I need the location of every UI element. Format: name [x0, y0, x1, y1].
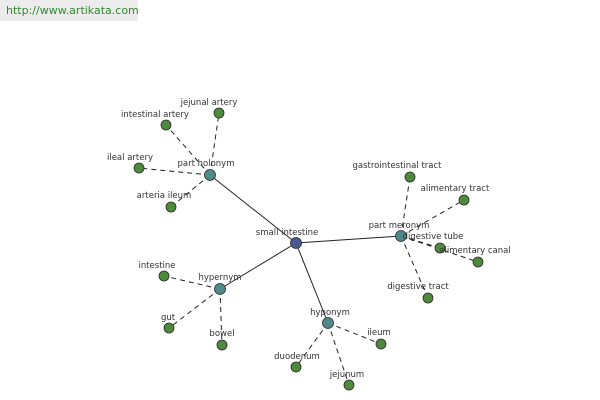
node-digestive-tract[interactable] [422, 292, 434, 304]
node-small-intestine[interactable] [290, 237, 302, 249]
node-label-hyponym[interactable]: hyponym [310, 308, 350, 318]
node-label-gut[interactable]: gut [161, 313, 176, 323]
edge-hypernym-to-bowel [219, 288, 223, 346]
labels-layer: small intestine part holonym part meronym h… [107, 98, 511, 380]
edge-part-meronym-to-digestive-tract [400, 235, 429, 299]
node-label-arteria-ileum[interactable]: arteria ileum [137, 191, 192, 201]
edge-hyponym-to-jejunum [327, 322, 350, 386]
node-ileal-artery[interactable] [133, 162, 145, 174]
node-digestive-tube[interactable] [434, 242, 446, 254]
node-ileum[interactable] [375, 338, 387, 350]
edge-small-intestine-to-hyponym [295, 242, 329, 324]
node-duodenum[interactable] [290, 361, 302, 373]
node-intestinal-artery[interactable] [160, 119, 172, 131]
node-alimentary-tract[interactable] [458, 194, 470, 206]
node-label-part-meronym[interactable]: part meronym [369, 221, 430, 231]
source-url-box: http://www.artikata.com [0, 0, 139, 21]
node-alimentary-canal[interactable] [472, 256, 484, 268]
node-label-alimentary-tract[interactable]: alimentary tract [421, 184, 490, 194]
edge-part-holonym-to-intestinal-artery [165, 124, 211, 176]
node-label-small-intestine[interactable]: small intestine [256, 228, 318, 238]
node-label-hypernym[interactable]: hypernym [198, 273, 241, 283]
node-jejunal-artery[interactable] [213, 107, 225, 119]
edge-small-intestine-to-part-meronym [295, 235, 402, 244]
edge-hypernym-to-intestine [163, 275, 221, 290]
node-label-jejunal-artery[interactable]: jejunal artery [180, 98, 238, 108]
node-label-intestinal-artery[interactable]: intestinal artery [121, 110, 189, 120]
edge-small-intestine-to-hypernym [219, 242, 297, 290]
node-label-ileum[interactable]: ileum [367, 328, 391, 338]
node-label-gastrointestinal-tract[interactable]: gastrointestinal tract [352, 161, 442, 171]
edge-part-meronym-to-digestive-tube [400, 235, 441, 249]
node-label-part-holonym[interactable]: part holonym [178, 159, 235, 169]
edges-layer [138, 112, 479, 386]
node-label-digestive-tube[interactable]: digestive tube [403, 232, 464, 242]
node-jejunum[interactable] [343, 379, 355, 391]
node-bowel[interactable] [216, 339, 228, 351]
edge-hyponym-to-ileum [327, 322, 382, 345]
node-label-duodenum[interactable]: duodenum [274, 352, 320, 362]
node-label-intestine[interactable]: intestine [138, 261, 175, 271]
node-hypernym[interactable] [214, 283, 226, 295]
node-hyponym[interactable] [322, 317, 334, 329]
node-label-bowel[interactable]: bowel [209, 329, 234, 339]
node-gut[interactable] [163, 322, 175, 334]
node-label-alimentary-canal[interactable]: alimentary canal [439, 246, 510, 256]
edge-small-intestine-to-part-holonym [209, 174, 297, 244]
edge-hyponym-to-duodenum [295, 322, 329, 368]
node-part-meronym[interactable] [395, 230, 407, 242]
node-label-digestive-tract[interactable]: digestive tract [387, 282, 449, 292]
nodes-layer [133, 107, 484, 391]
node-label-jejunum[interactable]: jejunum [329, 370, 364, 380]
edge-part-meronym-to-gastrointestinal-tract [400, 176, 411, 237]
edge-part-meronym-to-alimentary-tract [400, 199, 465, 237]
edge-part-holonym-to-ileal-artery [138, 167, 211, 176]
node-part-holonym[interactable] [204, 169, 216, 181]
node-arteria-ileum[interactable] [165, 201, 177, 213]
edge-hypernym-to-gut [168, 288, 221, 329]
source-url-link[interactable]: http://www.artikata.com [6, 4, 139, 17]
node-gastrointestinal-tract[interactable] [404, 171, 416, 183]
node-label-ileal-artery[interactable]: ileal artery [107, 153, 153, 163]
edge-part-holonym-to-jejunal-artery [209, 112, 220, 176]
node-intestine[interactable] [158, 270, 170, 282]
